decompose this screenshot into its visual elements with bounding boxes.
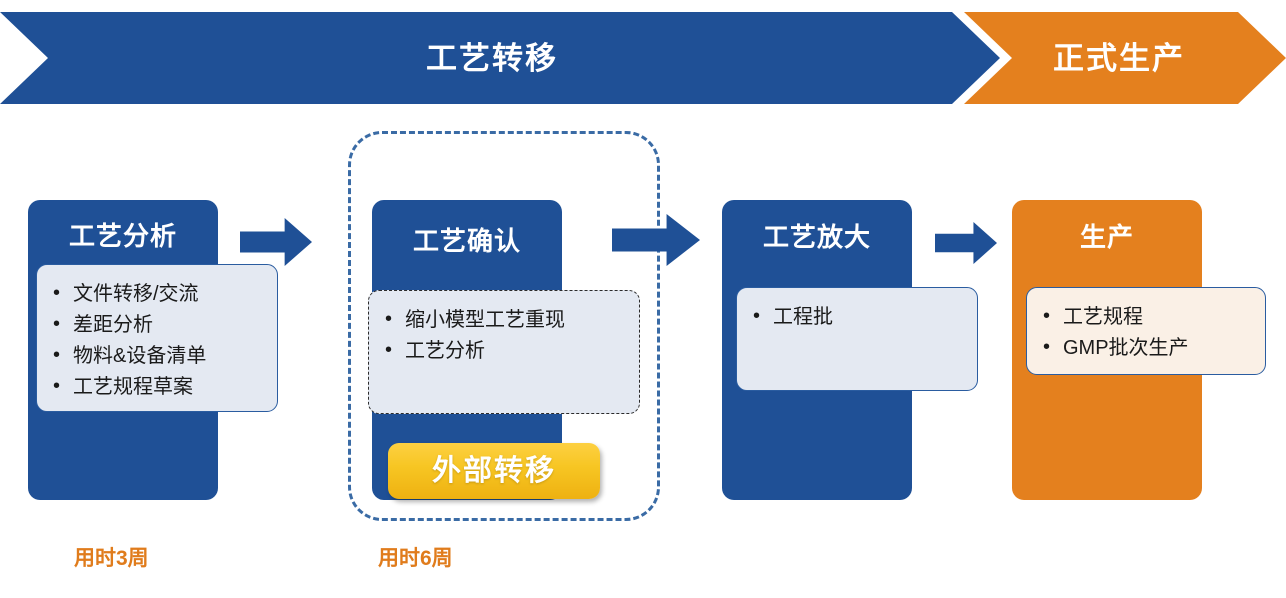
detail-list: 工艺规程 GMP批次生产: [1041, 301, 1255, 364]
banner-segment-label: 正式生产: [1053, 40, 1185, 76]
external-transfer-badge-label: 外部转移: [431, 454, 556, 487]
banner-segment-label: 工艺转移: [426, 40, 558, 76]
stage-details-process-analysis: 文件转移/交流 差距分析 物料&设备清单 工艺规程草案: [36, 264, 278, 412]
detail-list: 工程批: [751, 301, 967, 333]
list-item: 差距分析: [51, 309, 267, 341]
external-transfer-badge: 外部转移: [388, 443, 600, 499]
list-item: 工程批: [751, 301, 967, 333]
stage-details-production: 工艺规程 GMP批次生产: [1026, 287, 1266, 375]
stage-title-process-confirmation: 工艺确认: [412, 226, 521, 256]
list-item: 工艺规程: [1041, 301, 1255, 333]
list-item: 工艺规程草案: [51, 371, 267, 403]
external-transfer-group-outline: [348, 131, 660, 521]
list-item: 工艺分析: [383, 335, 629, 367]
arrow-stage3-to-stage4-icon: [935, 222, 997, 264]
detail-list: 缩小模型工艺重现 工艺分析: [383, 304, 629, 367]
arrow-stage1-to-stage2-icon: [240, 218, 312, 266]
stage-details-process-confirmation: 缩小模型工艺重现 工艺分析: [368, 290, 640, 414]
list-item: 缩小模型工艺重现: [383, 304, 629, 336]
list-item: GMP批次生产: [1041, 332, 1255, 364]
banner-segment-process-transfer: 工艺转移: [0, 12, 1000, 104]
detail-list: 文件转移/交流 差距分析 物料&设备清单 工艺规程草案: [51, 278, 267, 403]
banner-segment-formal-production: 正式生产: [964, 12, 1286, 104]
stage-details-process-scaleup: 工程批: [736, 287, 978, 391]
duration-label-stage1: 用时3周: [74, 547, 149, 570]
stage-title-process-analysis: 工艺分析: [68, 221, 177, 251]
list-item: 文件转移/交流: [51, 278, 267, 310]
stage-title-process-scaleup: 工艺放大: [762, 222, 871, 252]
duration-label-stage2: 用时6周: [378, 547, 453, 570]
list-item: 物料&设备清单: [51, 340, 267, 372]
process-banner: 工艺转移 正式生产: [0, 12, 1286, 104]
stage-title-production: 生产: [1079, 222, 1134, 252]
